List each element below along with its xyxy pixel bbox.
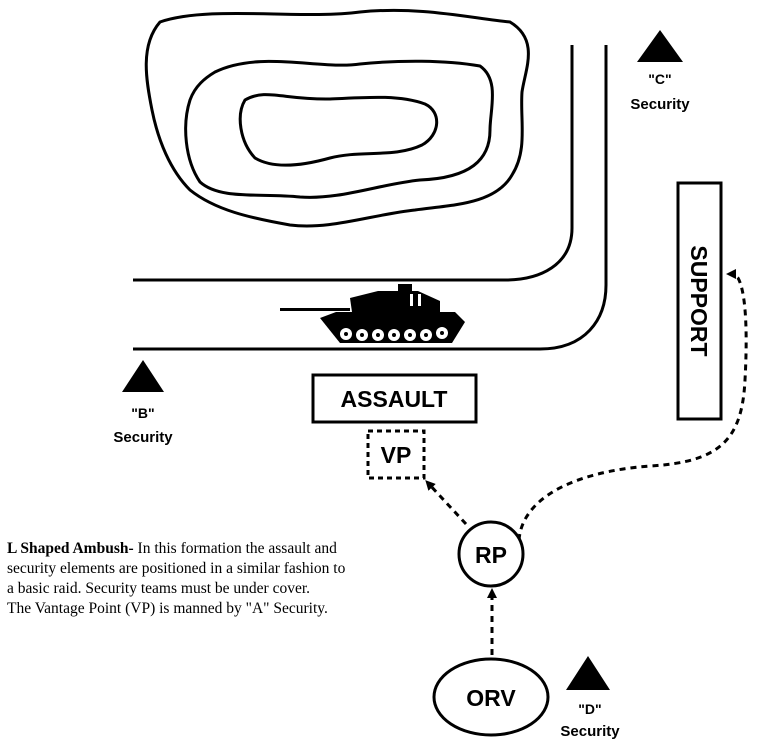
orv-ellipse xyxy=(432,657,550,737)
security-d-label: Security xyxy=(560,723,620,740)
rp-circle xyxy=(457,520,525,588)
road-inner-edge xyxy=(133,45,574,282)
security-d-triangle-icon xyxy=(566,656,610,690)
vp-box xyxy=(366,429,426,480)
assault-label: ASSAULT xyxy=(341,386,448,412)
security-b-label: Security xyxy=(113,429,173,446)
assault-box xyxy=(311,373,478,424)
caption-line-3: a basic raid. Security teams must be und… xyxy=(7,580,311,597)
diagram-caption: L Shaped Ambush- In this formation the a… xyxy=(7,539,477,619)
terrain-contour-outer xyxy=(144,8,530,228)
terrain-contour-core xyxy=(238,93,439,167)
support-box xyxy=(676,181,723,421)
caption-line-2: security elements are positioned in a si… xyxy=(7,560,346,577)
orv-label: ORV xyxy=(466,685,516,711)
support-label: SUPPORT xyxy=(686,245,712,356)
security-b-triangle-icon xyxy=(122,360,164,392)
security-c-name: "C" xyxy=(648,71,671,87)
rp-label: RP xyxy=(475,542,507,568)
tank-icon xyxy=(280,284,465,343)
route-rp-to-support xyxy=(517,269,748,541)
security-d-name: "D" xyxy=(578,701,601,717)
caption-line-1: In this formation the assault and xyxy=(137,540,337,557)
security-b-name: "B" xyxy=(131,405,154,421)
security-c-label: Security xyxy=(630,96,690,113)
security-c-triangle-icon xyxy=(637,30,683,62)
vp-label: VP xyxy=(381,442,412,468)
caption-title: L Shaped Ambush- xyxy=(7,540,134,557)
terrain-contour-inner xyxy=(184,59,494,199)
route-rp-to-vp xyxy=(425,480,468,526)
road-outer-edge xyxy=(133,45,608,351)
caption-line-4: The Vantage Point (VP) is manned by "A" … xyxy=(7,600,328,617)
